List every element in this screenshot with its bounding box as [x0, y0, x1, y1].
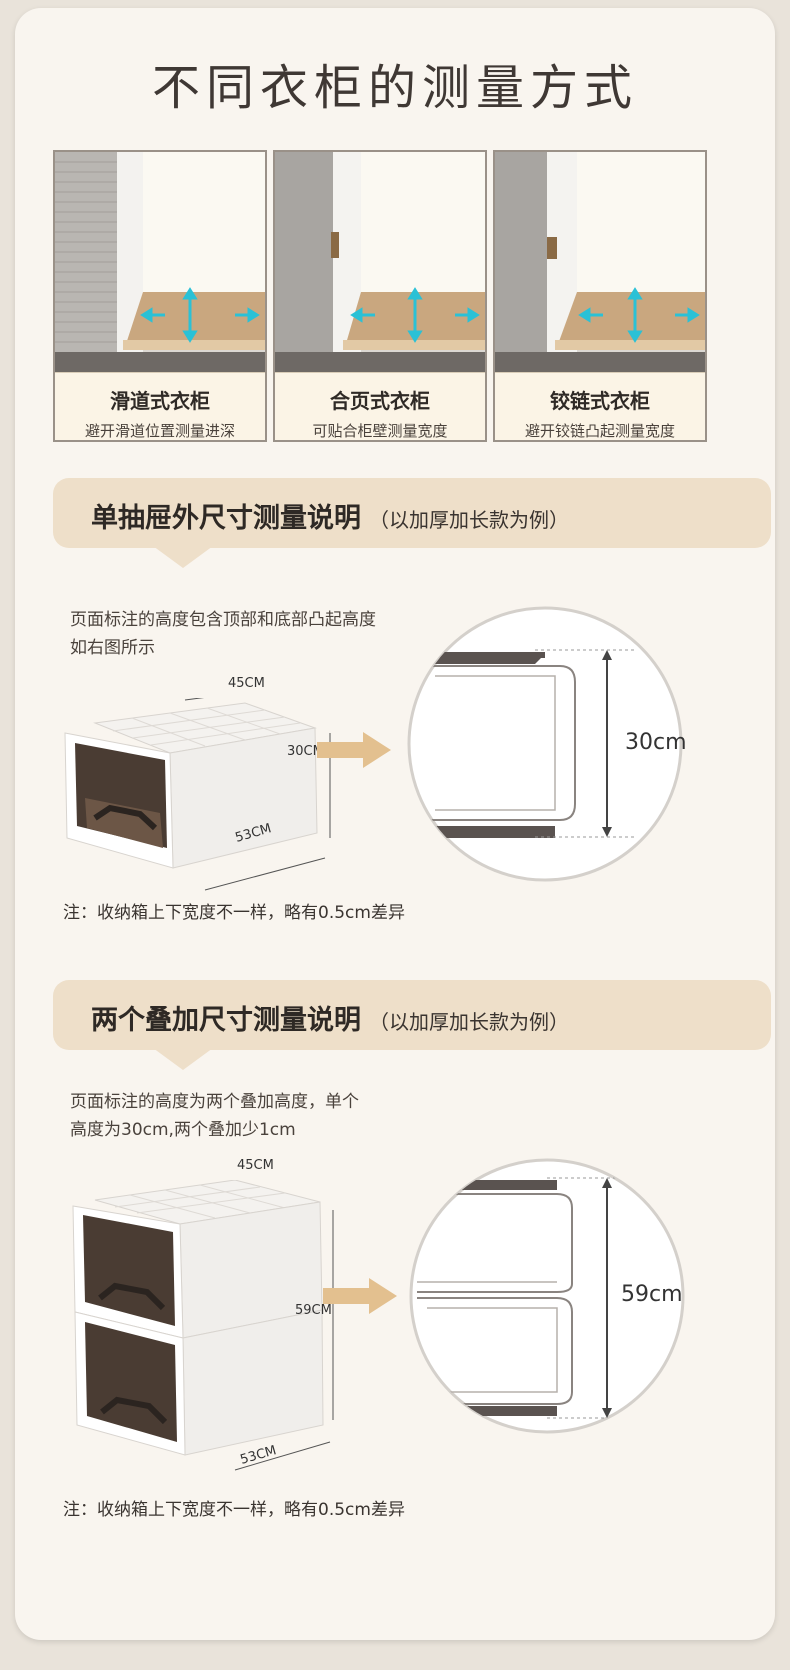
arrow-right-icon	[317, 732, 391, 768]
wardrobe-caption: 合页式衣柜 可贴合柜壁测量宽度	[275, 372, 485, 440]
wardrobe-card-hinged: 合页式衣柜 可贴合柜壁测量宽度	[273, 150, 487, 442]
section1-description: 页面标注的高度包含顶部和底部凸起高度 如右图所示	[70, 610, 376, 658]
banner-pointer	[153, 1048, 213, 1070]
section1-banner: 单抽屉外尺寸测量说明（以加厚加长款为例）	[53, 478, 771, 568]
arrow-right-icon	[323, 1278, 397, 1314]
zoom-detail-stacked	[409, 1158, 685, 1434]
dim-height-label: 30CM	[287, 744, 324, 759]
wardrobe-caption: 铰链式衣柜 避开铰链凸起测量宽度	[495, 372, 705, 440]
wardrobe-tip: 避开滑道位置测量进深	[84, 422, 235, 440]
zoom-detail-single	[407, 606, 683, 882]
dim-height-label: 59CM	[295, 1303, 332, 1318]
dim-width-label: 45CM	[228, 676, 265, 691]
single-drawer-illustration	[64, 698, 331, 891]
zoom-height-label: 30cm	[625, 730, 687, 755]
content-card: 不同衣柜的测量方式	[15, 8, 775, 1640]
section2-banner: 两个叠加尺寸测量说明（以加厚加长款为例）	[53, 980, 771, 1070]
dim-width-label: 45CM	[237, 1158, 274, 1173]
page-title: 不同衣柜的测量方式	[151, 60, 638, 116]
section2-note: 注：收纳箱上下宽度不一样，略有0.5cm差异	[63, 1500, 405, 1520]
banner-pointer	[153, 546, 213, 568]
hinged-wardrobe-illustration	[275, 152, 485, 372]
section2-description: 页面标注的高度为两个叠加高度，单个 高度为30cm,两个叠加少1cm	[70, 1092, 359, 1140]
section2-heading: 两个叠加尺寸测量说明（以加厚加长款为例）	[91, 1005, 569, 1036]
wardrobe-tip: 可贴合柜壁测量宽度	[312, 422, 448, 440]
wardrobe-caption: 滑道式衣柜 避开滑道位置测量进深	[55, 372, 265, 440]
sliding-wardrobe-illustration	[55, 152, 265, 372]
hinge-wardrobe-illustration	[495, 152, 705, 372]
zoom-height-label: 59cm	[621, 1282, 683, 1307]
wardrobe-card-hinge: 铰链式衣柜 避开铰链凸起测量宽度	[493, 150, 707, 442]
wardrobe-name: 滑道式衣柜	[110, 389, 210, 413]
stacked-drawers-illustration	[72, 1180, 334, 1471]
wardrobe-name: 合页式衣柜	[330, 389, 430, 413]
wardrobe-card-sliding: 滑道式衣柜 避开滑道位置测量进深	[53, 150, 267, 442]
section1-heading: 单抽屉外尺寸测量说明（以加厚加长款为例）	[91, 503, 569, 534]
wardrobe-tip: 避开铰链凸起测量宽度	[524, 422, 675, 440]
wardrobe-name: 铰链式衣柜	[550, 389, 650, 413]
section1-note: 注：收纳箱上下宽度不一样，略有0.5cm差异	[63, 903, 405, 923]
